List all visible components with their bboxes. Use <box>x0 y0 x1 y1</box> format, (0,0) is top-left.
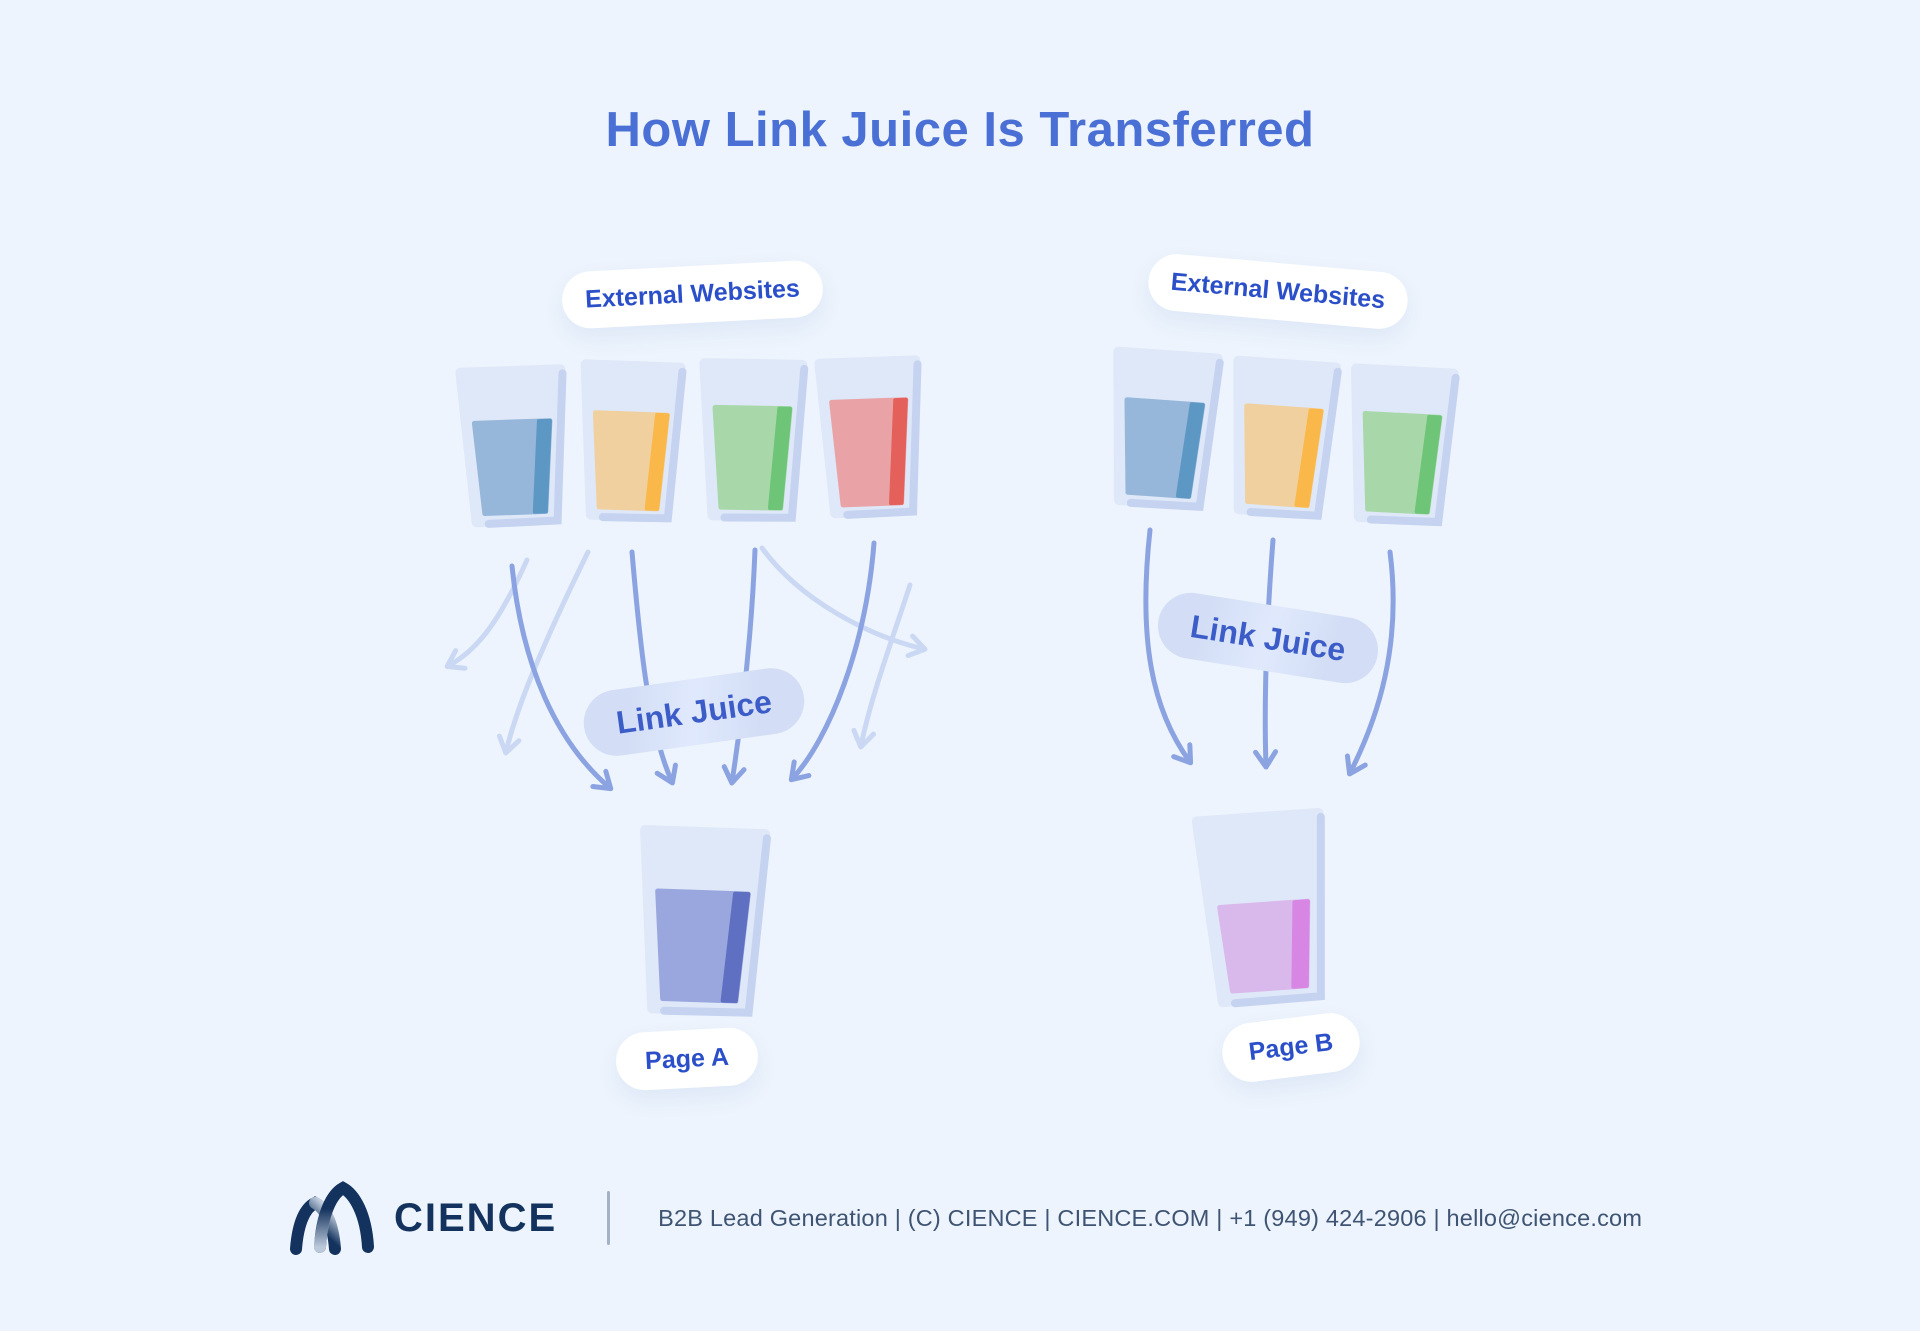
cience-logo-icon <box>290 1181 374 1255</box>
link-arrows <box>444 527 1396 792</box>
flow-arrow <box>1344 549 1396 777</box>
page-b-glass <box>1191 807 1325 1008</box>
flow-arrow <box>788 540 877 783</box>
footer-info-text: B2B Lead Generation | (C) CIENCE | CIENC… <box>658 1204 1643 1231</box>
blue-juice-glass <box>1113 346 1224 511</box>
orange-juice-glass <box>580 359 687 523</box>
red-juice-glass <box>814 355 922 519</box>
link-juice-text: Link Juice <box>613 682 774 741</box>
page-a-label: Page A <box>614 1026 760 1092</box>
flow-arrow <box>1143 527 1194 766</box>
page-a-text: Page A <box>644 1042 730 1075</box>
page-title: How Link Juice Is Transferred <box>605 103 1315 157</box>
juice-glasses <box>455 346 1460 1017</box>
leak-arrow <box>444 557 530 671</box>
green-juice-glass <box>1350 363 1460 527</box>
footer: CIENCE B2B Lead Generation | (C) CIENCE … <box>290 1180 1642 1256</box>
blue-juice-glass <box>455 364 567 528</box>
external-websites-text: External Websites <box>584 274 801 314</box>
flow-arrow <box>509 563 614 792</box>
footer-divider <box>607 1191 611 1245</box>
page-b-text: Page B <box>1247 1027 1335 1067</box>
external-websites-text: External Websites <box>1169 267 1387 315</box>
leak-arrow <box>851 582 913 750</box>
flow-arrow <box>721 547 758 786</box>
orange-juice-glass <box>1233 355 1342 520</box>
leak-arrow <box>759 545 928 659</box>
link-juice-text: Link Juice <box>1187 607 1349 668</box>
cience-brand-text: CIENCE <box>394 1195 558 1240</box>
green-juice-glass <box>699 358 809 522</box>
page-a-glass <box>640 824 771 1017</box>
flow-arrow <box>629 549 678 786</box>
